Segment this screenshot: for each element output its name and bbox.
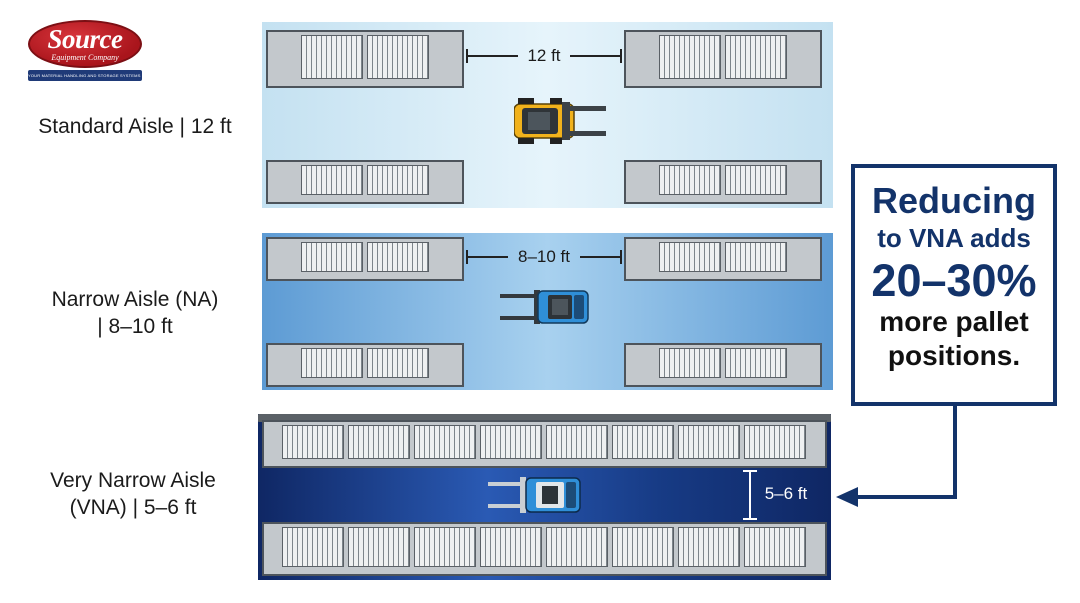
- pallet: [367, 35, 429, 79]
- pallet: [612, 527, 674, 567]
- callout-connector-vertical: [953, 405, 957, 499]
- rack-top-right: [624, 30, 822, 88]
- pallet: [282, 527, 344, 567]
- pallet: [301, 35, 363, 79]
- blue-forklift-icon: [500, 290, 589, 324]
- dimension-tick-right: [620, 250, 622, 264]
- pallet: [659, 35, 721, 79]
- pallet: [725, 35, 787, 79]
- logo-subtitle: Equipment Company: [51, 53, 119, 62]
- vna-aisle-label-line-1: Very Narrow Aisle: [50, 469, 216, 492]
- rack-frame-top: [258, 414, 831, 422]
- vna-benefit-callout: Reducing to VNA adds 20–30% more pallet …: [851, 164, 1057, 406]
- rack-bottom-left: [266, 343, 464, 387]
- vna-dimension-cap-bottom: [743, 518, 757, 520]
- vna-aisle-label: Very Narrow Aisle (VNA) | 5–6 ft: [8, 467, 258, 521]
- callout-line-1: Reducing: [871, 180, 1036, 221]
- callout-percentage: 20–30%: [871, 255, 1037, 306]
- narrow-aisle-panel: 8–10 ft: [262, 233, 833, 390]
- dimension-tick-left: [466, 49, 468, 63]
- standard-aisle-label: Standard Aisle | 12 ft: [10, 113, 260, 140]
- vna-aisle-label-line-2: (VNA) | 5–6 ft: [69, 496, 197, 519]
- dimension-tick-left: [466, 250, 468, 264]
- pallet: [282, 425, 344, 459]
- dimension-line-left: [468, 55, 518, 57]
- pallet: [546, 425, 608, 459]
- vna-dimension-cap-top: [743, 470, 757, 472]
- vna-dimension-bar: [749, 470, 751, 520]
- pallet: [414, 425, 476, 459]
- dimension-tick-right: [620, 49, 622, 63]
- vna-aisle-panel: 5–6 ft: [258, 414, 831, 580]
- pallet: [725, 242, 787, 272]
- rack-top-right: [624, 237, 822, 281]
- rack-top-left: [266, 30, 464, 88]
- yellow-forklift-icon: [514, 98, 606, 144]
- pallet: [301, 242, 363, 272]
- callout-line-2: to VNA adds: [877, 223, 1031, 253]
- pallet: [301, 348, 363, 378]
- callout-line-5: positions.: [887, 340, 1021, 371]
- narrow-dimension-label: 8–10 ft: [518, 247, 570, 266]
- rack-bottom: [262, 522, 827, 576]
- dimension-line-right: [580, 256, 620, 258]
- pallet: [725, 348, 787, 378]
- pallet: [367, 165, 429, 195]
- standard-aisle-panel: 12 ft: [262, 22, 833, 208]
- callout-connector-horizontal: [856, 495, 957, 499]
- pallet: [480, 527, 542, 567]
- logo-tagline: YOUR MATERIAL HANDLING AND STORAGE SYSTE…: [28, 70, 142, 81]
- logo-name: Source: [47, 24, 123, 54]
- callout-line-4: more pallet: [879, 306, 1029, 337]
- dimension-line-right: [570, 55, 620, 57]
- narrow-aisle-label-line-1: Narrow Aisle (NA): [51, 288, 219, 311]
- pallet: [725, 165, 787, 195]
- vna-forklift-icon: [488, 477, 581, 513]
- pallet: [546, 527, 608, 567]
- pallet: [414, 527, 476, 567]
- dimension-line-left: [468, 256, 508, 258]
- vna-dimension-label: 5–6 ft: [764, 484, 808, 503]
- pallet: [659, 348, 721, 378]
- pallet: [480, 425, 542, 459]
- narrow-aisle-label: Narrow Aisle (NA) | 8–10 ft: [10, 286, 260, 340]
- pallet: [744, 425, 806, 459]
- rack-top-left: [266, 237, 464, 281]
- pallet: [348, 527, 410, 567]
- rack-bottom-right: [624, 160, 822, 204]
- narrow-aisle-label-line-2: | 8–10 ft: [97, 315, 173, 338]
- logo-oval: [28, 20, 142, 68]
- pallet: [301, 165, 363, 195]
- pallet: [678, 425, 740, 459]
- pallet: [612, 425, 674, 459]
- arrow-left-icon: [836, 487, 858, 507]
- rack-top: [262, 420, 827, 468]
- pallet: [659, 242, 721, 272]
- rack-bottom-left: [266, 160, 464, 204]
- pallet: [367, 348, 429, 378]
- standard-dimension-label: 12 ft: [527, 46, 561, 65]
- source-logo: Source Equipment Company YOUR MATERIAL H…: [26, 20, 144, 82]
- pallet: [348, 425, 410, 459]
- rack-bottom-right: [624, 343, 822, 387]
- pallet: [744, 527, 806, 567]
- pallet: [678, 527, 740, 567]
- pallet: [367, 242, 429, 272]
- standard-aisle-label-line: Standard Aisle | 12 ft: [38, 115, 232, 138]
- pallet: [659, 165, 721, 195]
